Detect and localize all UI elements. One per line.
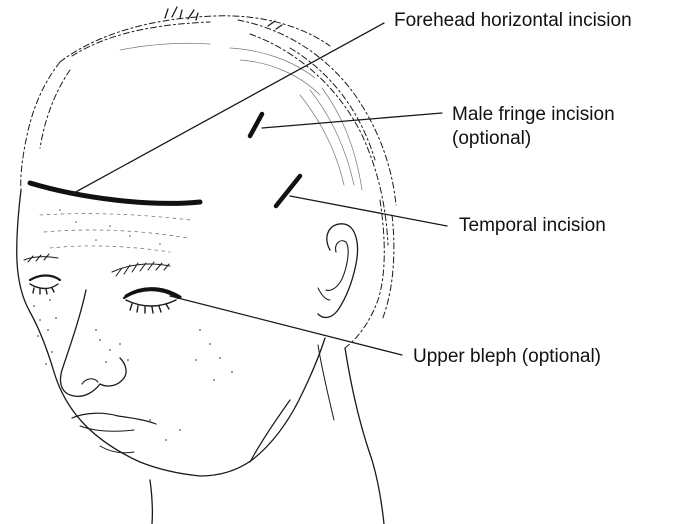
forehead-wrinkles	[40, 214, 190, 252]
temporal-leader-line	[290, 196, 447, 226]
neck-front	[150, 480, 152, 524]
face-outline	[17, 190, 325, 476]
hair-strands	[120, 43, 362, 190]
upper-bleph-text: Upper bleph (optional)	[413, 345, 601, 369]
male-fringe-text-line1: Male fringe incision	[452, 103, 615, 127]
eyebrow-right	[112, 262, 170, 276]
forehead-incision-mark	[30, 183, 200, 203]
nostril	[82, 379, 98, 384]
forehead-incision-label: Forehead horizontal incision	[394, 9, 632, 33]
eyebrow-left	[24, 254, 58, 262]
fringe-incision-mark	[250, 114, 262, 136]
ear-lobe	[318, 288, 330, 300]
stippling	[33, 209, 233, 441]
nose	[61, 290, 127, 396]
lower-lip	[80, 426, 134, 431]
temporal-incision-label: Temporal incision	[459, 214, 606, 238]
neck-back	[345, 348, 384, 524]
fringe-leader-line	[262, 113, 442, 128]
ear	[318, 224, 358, 318]
forehead-leader-line	[72, 23, 384, 194]
upper-lip	[72, 413, 156, 424]
male-fringe-incision-label: Male fringe incision (optional)	[452, 103, 615, 151]
upper-bleph-label: Upper bleph (optional)	[413, 345, 601, 369]
temporal-incision-mark	[276, 176, 300, 206]
temporal-incision-text: Temporal incision	[459, 214, 606, 238]
forehead-incision-text: Forehead horizontal incision	[394, 9, 632, 33]
eye-left	[30, 276, 60, 295]
hair-outline	[21, 16, 396, 348]
male-fringe-text-line2: (optional)	[452, 127, 615, 151]
bleph-leader-line	[170, 296, 402, 355]
neck-inner	[318, 345, 334, 420]
jaw-line	[250, 400, 290, 462]
